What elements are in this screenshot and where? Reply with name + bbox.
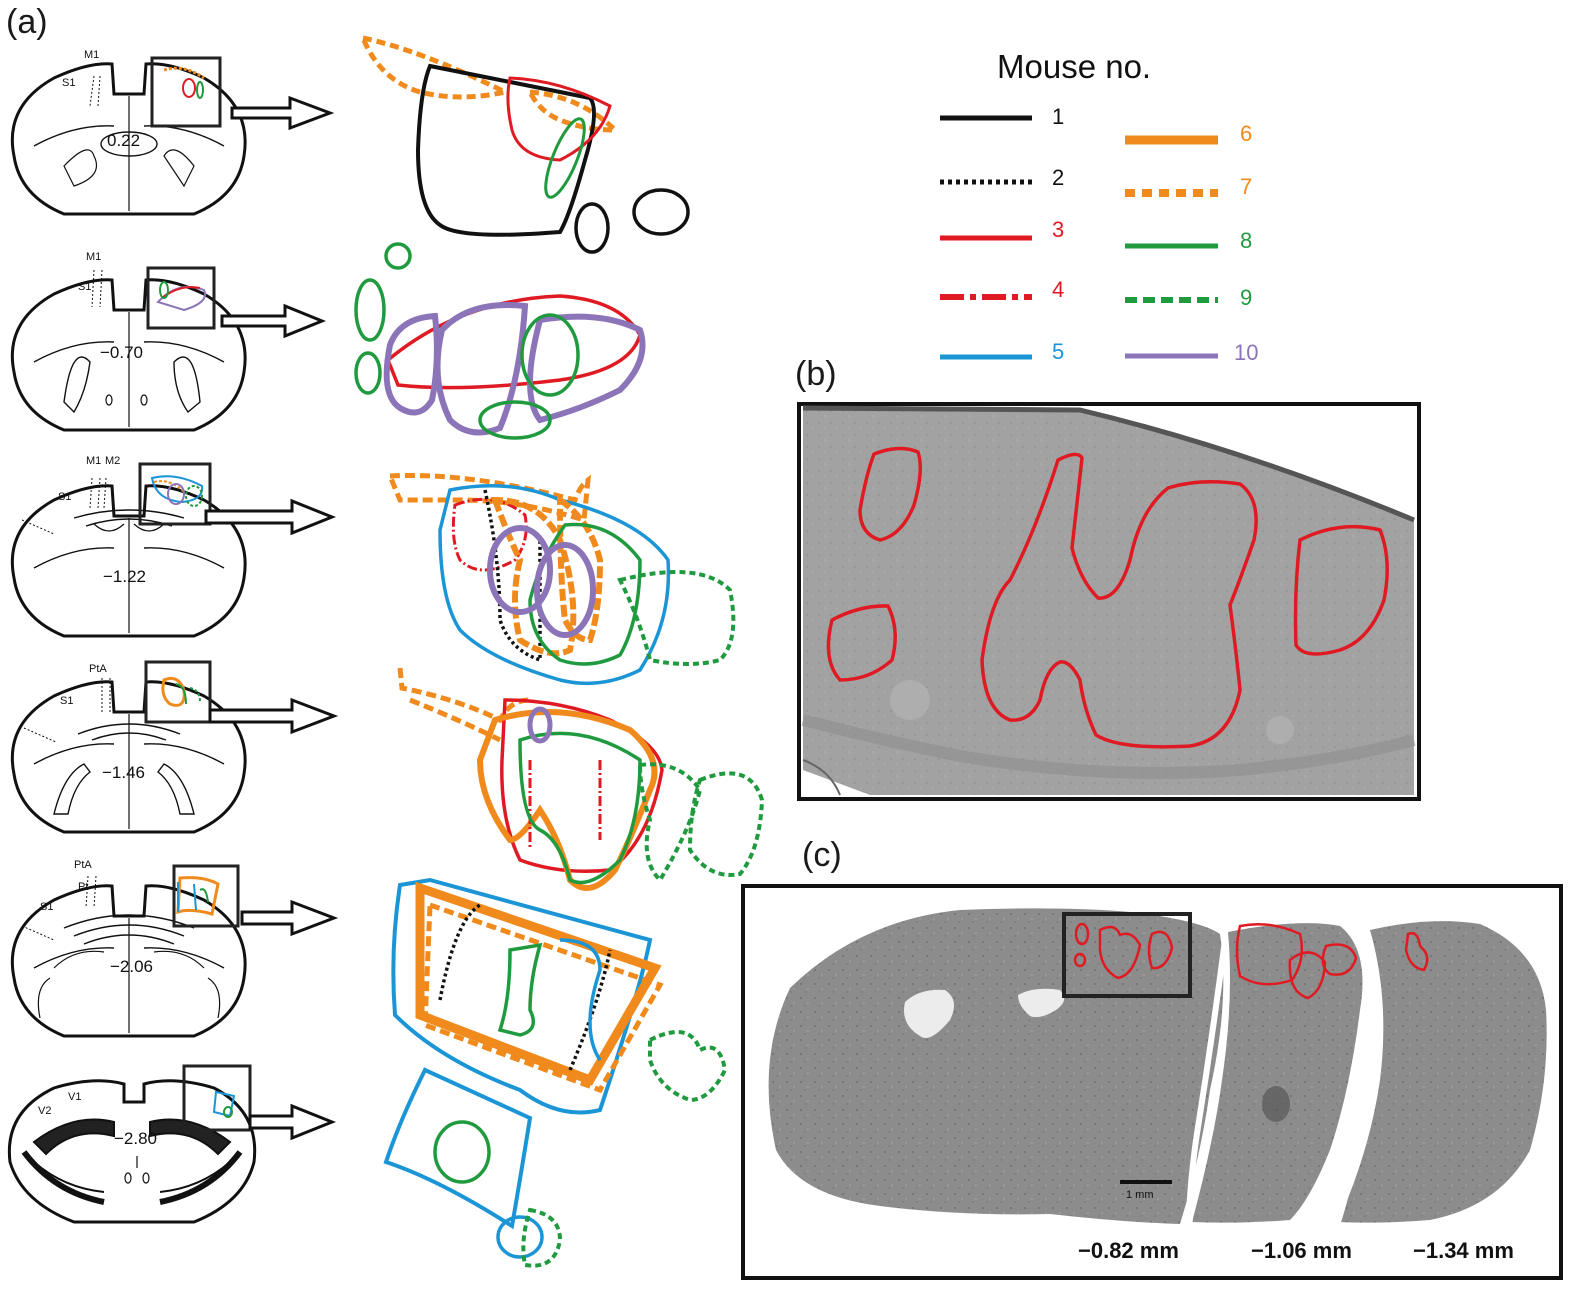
region-label: PtA: [89, 663, 107, 675]
outlines-2.80: [383, 1067, 563, 1268]
section-depth-label: −1.34 mm: [1413, 1238, 1514, 1263]
section-depth-label: −0.82 mm: [1078, 1238, 1179, 1263]
section-1.22: M1 M2 S1 −1.22: [10, 455, 247, 638]
panel-c-label: (c): [802, 836, 842, 874]
section-level: −1.46: [102, 763, 145, 782]
legend-label-9: 9: [1240, 285, 1252, 310]
section-0.22: M1 S1 0.22: [10, 49, 247, 216]
section-1.46: PtA S1 −1.46: [10, 660, 247, 834]
arrow-3: [204, 498, 337, 536]
roi-box: [150, 56, 222, 128]
outlines-0.22: [360, 35, 690, 254]
section-level: −2.80: [114, 1129, 157, 1148]
region-label: M1: [86, 251, 101, 263]
region-label: V1: [68, 1091, 81, 1103]
legend: Mouse no. 1 2 3 4 5 6 7 8 9 10: [940, 48, 1258, 365]
region-label: S1: [62, 77, 75, 89]
section-2.80: V2 V1 −2.80: [7, 1064, 257, 1224]
section-level: −0.70: [100, 343, 143, 362]
roi-box: [138, 462, 212, 526]
roi-box-c: [1062, 912, 1192, 998]
section-level: −1.22: [103, 567, 146, 586]
legend-label-2: 2: [1052, 165, 1064, 190]
region-label: S1: [40, 901, 53, 913]
arrow-1: [230, 95, 335, 131]
region-label: S1: [78, 281, 91, 293]
outlines-1.46: [397, 667, 765, 891]
region-label: PtA: [74, 859, 92, 871]
arrow-2: [220, 303, 326, 339]
arrow-5: [240, 899, 339, 937]
region-label: M1: [84, 49, 99, 61]
region-label: V2: [38, 1105, 51, 1117]
legend-label-3: 3: [1052, 217, 1064, 242]
region-label: M1: [86, 455, 101, 467]
region-label: S1: [58, 491, 71, 503]
region-label: S1: [60, 695, 73, 707]
legend-label-1: 1: [1052, 104, 1064, 129]
scale-bar-label: 1 mm: [1126, 1189, 1154, 1201]
legend-title: Mouse no.: [997, 48, 1151, 85]
section-2.06: PtA Pt S1 −2.06: [10, 859, 247, 1038]
legend-label-5: 5: [1052, 339, 1064, 364]
section-0.70: M1 S1 −0.70: [10, 251, 247, 432]
arrow-6: [248, 1103, 337, 1141]
panel-c-micrograph: 1 mm −0.82 mm −1.06 mm −1.34 mm: [741, 884, 1563, 1280]
section-level: −2.06: [110, 957, 153, 976]
legend-label-8: 8: [1240, 228, 1252, 253]
legend-label-6: 6: [1240, 121, 1252, 146]
section-level: 0.22: [107, 131, 140, 150]
panel-a-label: (a): [6, 3, 48, 41]
roi-box: [172, 864, 240, 928]
section-depth-label: −1.06 mm: [1251, 1238, 1352, 1263]
outlines-0.70: [354, 242, 646, 440]
outlines-2.06: [391, 877, 728, 1115]
region-label: Pt: [78, 881, 88, 893]
region-label: M2: [105, 455, 120, 467]
outlines-1.22: [386, 473, 736, 686]
legend-label-4: 4: [1052, 277, 1064, 302]
roi-box: [146, 266, 216, 330]
roi-box: [144, 660, 212, 724]
arrow-4: [208, 697, 339, 735]
legend-label-10: 10: [1234, 340, 1258, 365]
panel-b-micrograph: [797, 402, 1421, 801]
legend-label-7: 7: [1240, 174, 1252, 199]
roi-box: [182, 1064, 252, 1132]
panel-b-label: (b): [795, 355, 837, 393]
